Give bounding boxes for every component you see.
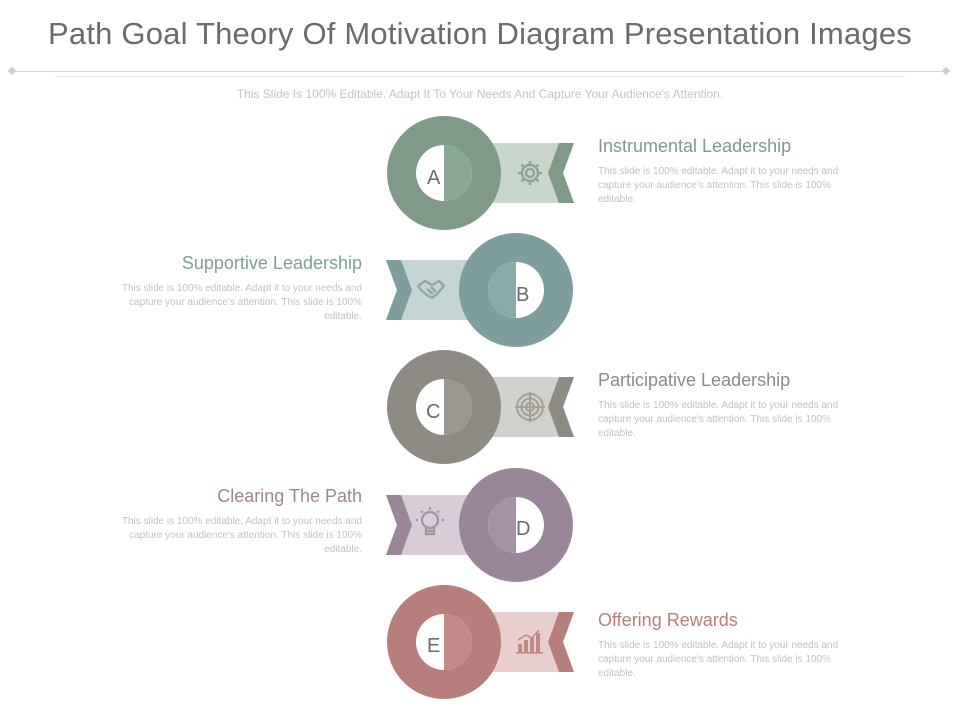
title-divider-secondary [55,76,905,77]
step-b-description: This slide is 100% editable. Adapt it to… [121,283,362,322]
lightbulb-icon [416,507,444,536]
slide-title: Path Goal Theory Of Motivation Diagram P… [48,16,912,51]
slide-subtitle: This Slide Is 100% Editable. Adapt It To… [236,87,724,101]
step-b: B [386,233,573,347]
step-b-title: Supportive Leadership [181,253,362,273]
step-e-title: Offering Rewards [598,610,738,630]
step-a-letter: A [427,167,441,189]
step-d-letter: D [516,518,530,540]
gear-icon [518,161,542,185]
step-b-letter: B [516,284,529,306]
step-c: C [387,350,574,464]
target-icon [515,392,545,422]
handshake-icon [416,279,446,300]
step-a-description: This slide is 100% editable. Adapt it to… [598,166,839,205]
bar-chart-icon [516,629,543,654]
step-d-description: This slide is 100% editable. Adapt it to… [121,516,362,555]
step-c-title: Participative Leadership [598,370,791,390]
step-e-letter: E [427,635,440,657]
title-divider [12,71,948,72]
step-c-description: This slide is 100% editable. Adapt it to… [598,400,839,439]
step-c-letter: C [426,401,440,423]
step-a: A [387,116,574,230]
step-d: D [386,468,573,582]
step-e-description: This slide is 100% editable. Adapt it to… [598,640,839,679]
step-d-title: Clearing The Path [217,486,362,506]
step-a-title: Instrumental Leadership [598,136,792,156]
step-e: E [387,585,574,699]
